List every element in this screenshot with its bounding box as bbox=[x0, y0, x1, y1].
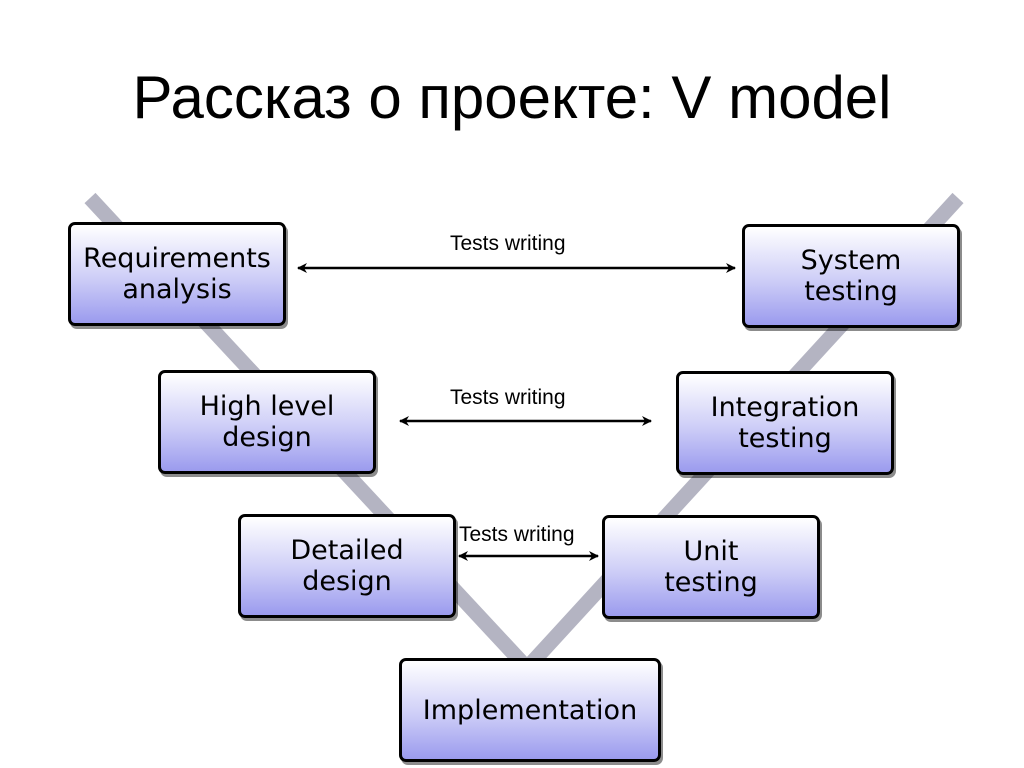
implementation-box: Implementation bbox=[399, 658, 661, 762]
system-testing-box: System testing bbox=[742, 224, 960, 328]
tests-writing-label-unit: Tests writing bbox=[459, 523, 575, 546]
system-testing-label: System testing bbox=[800, 245, 902, 307]
slide-title: Рассказ о проекте: V model bbox=[132, 64, 892, 131]
high-level-design-box: High level design bbox=[158, 370, 376, 474]
implementation-label: Implementation bbox=[422, 694, 638, 726]
tests-writing-label-integration: Tests writing bbox=[450, 386, 566, 409]
unit-testing-label: Unit testing bbox=[664, 536, 758, 598]
tests-writing-label-system: Tests writing bbox=[450, 232, 566, 255]
detailed-design-box: Detailed design bbox=[238, 514, 456, 618]
requirements-analysis-box: Requirements analysis bbox=[68, 222, 286, 326]
integration-testing-label: Integration testing bbox=[710, 392, 860, 454]
integration-testing-box: Integration testing bbox=[676, 371, 894, 475]
detailed-design-label: Detailed design bbox=[290, 535, 404, 597]
high-level-design-label: High level design bbox=[199, 391, 335, 453]
unit-testing-box: Unit testing bbox=[602, 515, 820, 619]
requirements-analysis-label: Requirements analysis bbox=[83, 243, 271, 305]
